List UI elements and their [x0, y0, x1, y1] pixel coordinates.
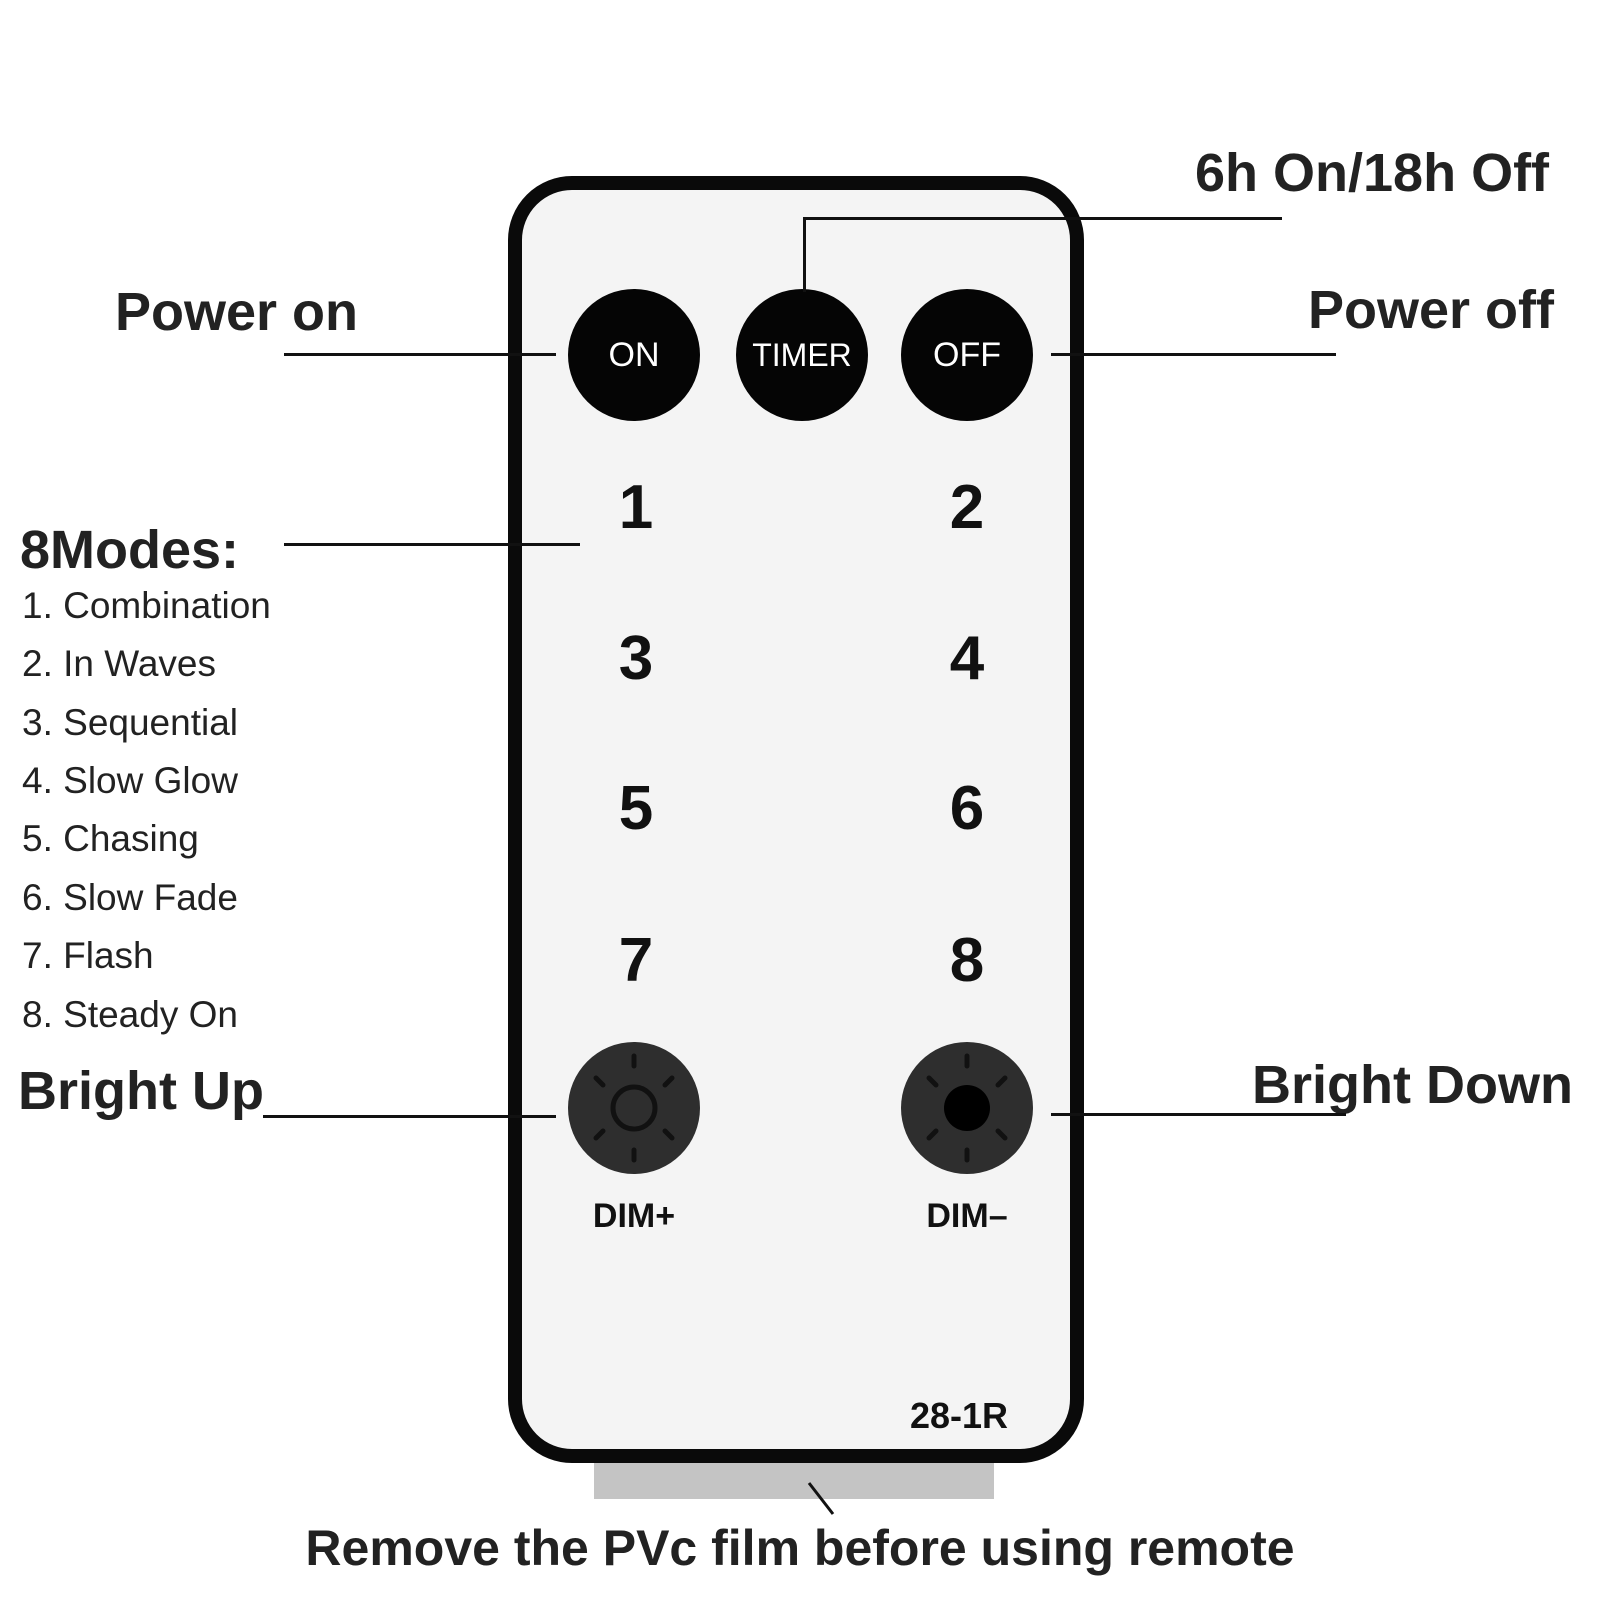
mode-item: 8. Steady On	[22, 994, 238, 1035]
mode-item: 2. In Waves	[22, 643, 216, 684]
mode-item: 7. Flash	[22, 935, 154, 976]
timer-button[interactable]: TIMER	[736, 289, 868, 421]
power-off-callout: Power off	[1308, 280, 1555, 340]
dim-minus-label: DIM–	[926, 1197, 1008, 1235]
mode-key-1[interactable]: 1	[618, 472, 654, 542]
mode-key-7[interactable]: 7	[618, 925, 654, 995]
mode-key-4[interactable]: 4	[949, 623, 985, 693]
bright-down-leader-line	[1051, 1113, 1346, 1116]
sun-filled-icon	[926, 1053, 1008, 1163]
timer-leader-line	[803, 217, 806, 292]
pvc-film[interactable]	[594, 1463, 994, 1499]
on-button[interactable]: ON	[568, 289, 700, 421]
footer-instruction: Remove the PVc film before using remote	[305, 1520, 1295, 1576]
mode-item: 6. Slow Fade	[22, 877, 238, 918]
mode-key-3[interactable]: 3	[618, 623, 654, 693]
mode-item: 3. Sequential	[22, 702, 239, 743]
timer-leader-line	[803, 217, 1282, 220]
timer-callout: 6h On/18h Off	[1195, 143, 1550, 203]
bright-down-callout: Bright Down	[1252, 1055, 1573, 1115]
mode-key-5[interactable]: 5	[618, 773, 654, 843]
mode-key-6[interactable]: 6	[949, 773, 985, 843]
film-leader-line	[807, 1482, 835, 1515]
dim-plus-label: DIM+	[592, 1197, 676, 1235]
model-label: 28-1R	[910, 1395, 1009, 1436]
power-on-callout: Power on	[115, 282, 359, 342]
bright-up-callout: Bright Up	[18, 1061, 264, 1121]
dim-minus-button[interactable]	[901, 1042, 1033, 1174]
mode-key-2[interactable]: 2	[949, 472, 985, 542]
mode-item: 4. Slow Glow	[22, 760, 238, 801]
mode-key-8[interactable]: 8	[949, 925, 985, 995]
power-on-leader-line	[284, 353, 556, 356]
modes-title: 8Modes:	[20, 520, 240, 580]
mode-item: 1. Combination	[22, 585, 271, 626]
bright-up-leader-line	[263, 1115, 556, 1118]
off-button[interactable]: OFF	[901, 289, 1033, 421]
power-off-leader-line	[1051, 353, 1336, 356]
dim-plus-button[interactable]	[568, 1042, 700, 1174]
modes-leader-line	[284, 543, 580, 546]
mode-item: 5. Chasing	[22, 818, 199, 859]
sun-outline-icon	[593, 1053, 675, 1163]
